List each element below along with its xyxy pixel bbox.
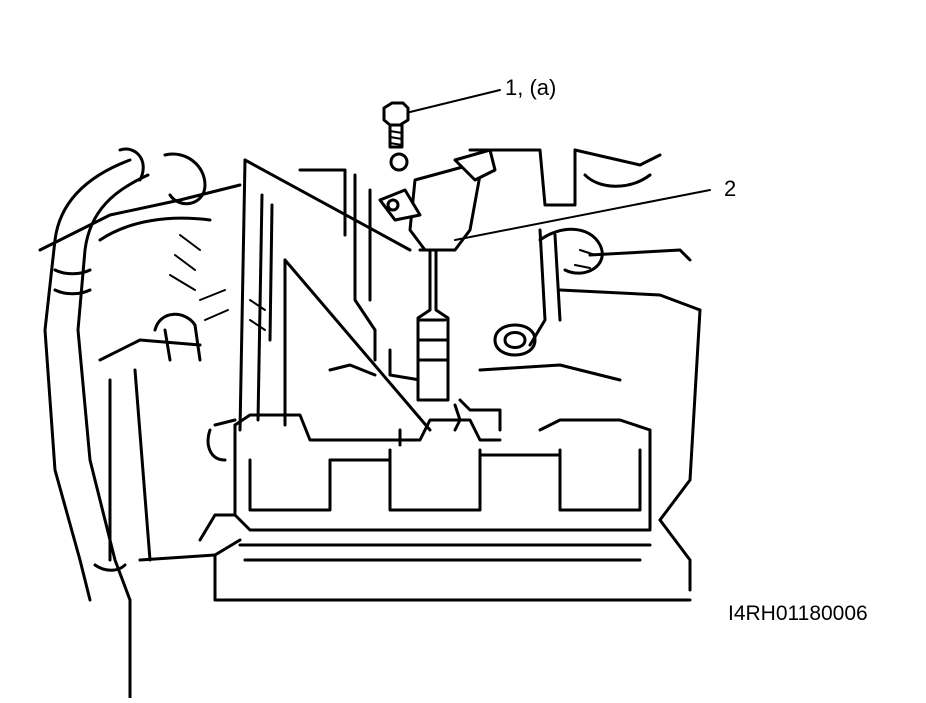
bolt xyxy=(382,101,410,149)
coil-mounting-area xyxy=(328,173,622,447)
figure-reference-code: I4RH01180006 xyxy=(728,602,868,625)
triangular-bracket xyxy=(238,158,432,432)
engine-background-outline xyxy=(38,148,702,592)
ignition-coil xyxy=(378,148,497,402)
callout-1-label: 1, (a) xyxy=(505,75,557,100)
intake-manifold xyxy=(98,216,692,700)
coolant-hose xyxy=(43,147,207,602)
cylinder-head-cover xyxy=(198,413,652,562)
leader-lines xyxy=(409,89,711,241)
callout-2-label: 2 xyxy=(724,176,737,201)
